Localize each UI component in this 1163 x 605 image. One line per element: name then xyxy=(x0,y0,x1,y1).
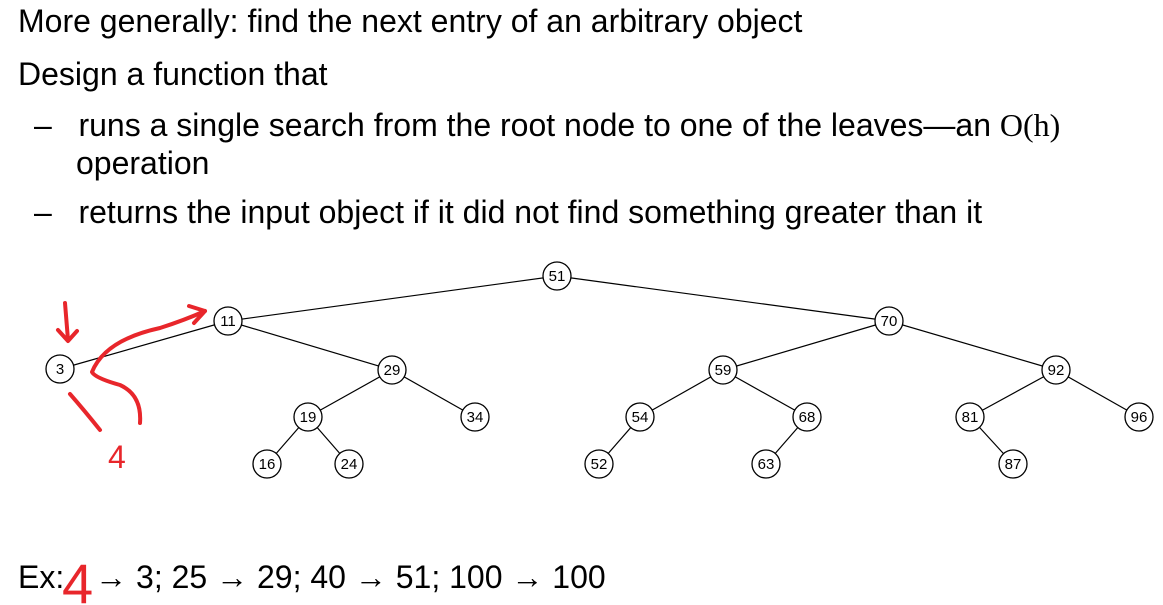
svg-text:29: 29 xyxy=(384,362,401,379)
heading: More generally: find the next entry of a… xyxy=(18,3,803,39)
svg-text:63: 63 xyxy=(758,456,775,473)
example-text: → 3; 25 → 29; 40 → 51; 100 → 100 xyxy=(86,559,606,595)
down-arrow-head-icon xyxy=(56,328,79,343)
svg-text:81: 81 xyxy=(962,409,979,426)
tree-node-3: 3 xyxy=(45,354,75,384)
tree-node-96: 96 xyxy=(1124,402,1154,432)
svg-text:24: 24 xyxy=(341,456,358,473)
svg-text:16: 16 xyxy=(259,456,276,473)
svg-text:3: 3 xyxy=(56,361,64,378)
tree-node-11: 11 xyxy=(213,306,243,336)
tree-node-59: 59 xyxy=(708,355,738,385)
down-arrow-icon xyxy=(63,301,70,342)
tree-node-52: 52 xyxy=(584,449,614,479)
svg-text:11: 11 xyxy=(220,313,236,330)
svg-text:51: 51 xyxy=(549,268,566,285)
handwritten-annotations xyxy=(56,301,207,432)
tree-node-87: 87 xyxy=(998,449,1028,479)
tree-node-54: 54 xyxy=(625,402,655,432)
svg-text:59: 59 xyxy=(715,362,732,379)
bullet-2-text: returns the input object if it did not f… xyxy=(78,194,983,230)
svg-text:70: 70 xyxy=(881,313,898,330)
tree-node-19: 19 xyxy=(293,402,323,432)
tree-node-16: 16 xyxy=(252,449,282,479)
handwritten-stroke xyxy=(68,392,102,432)
tree-node-24: 24 xyxy=(334,449,364,479)
handwritten-label: 4 xyxy=(108,439,126,475)
tree-node-34: 34 xyxy=(460,402,490,432)
bullet-1: – runs a single search from the root nod… xyxy=(34,107,1060,143)
example-line: Ex: → 3; 25 → 29; 40 → 51; 100 → 100 xyxy=(18,559,606,596)
big-o-notation: O(h) xyxy=(999,107,1061,143)
subheading: Design a function that xyxy=(18,56,328,92)
bullet-1-text: runs a single search from the root node … xyxy=(78,107,1000,143)
tree-edges xyxy=(59,275,1140,465)
tree-node-51: 51 xyxy=(542,261,572,291)
tree-node-68: 68 xyxy=(792,402,822,432)
svg-text:92: 92 xyxy=(1048,362,1065,379)
svg-text:54: 54 xyxy=(632,409,649,426)
bullet-dash: – xyxy=(34,194,52,230)
svg-text:34: 34 xyxy=(467,409,484,426)
svg-text:68: 68 xyxy=(799,409,816,426)
svg-text:19: 19 xyxy=(300,409,317,426)
tree-node-29: 29 xyxy=(377,355,407,385)
tree-node-81: 81 xyxy=(955,402,985,432)
svg-text:87: 87 xyxy=(1005,456,1022,473)
svg-text:52: 52 xyxy=(591,456,608,473)
example-prefix: Ex: xyxy=(18,559,65,595)
svg-text:96: 96 xyxy=(1131,409,1148,426)
curved-arrow-icon xyxy=(90,309,207,425)
curved-arrow-head-icon xyxy=(187,304,207,325)
bullet-dash: – xyxy=(34,107,52,143)
tree-node-92: 92 xyxy=(1041,355,1071,385)
tree-node-63: 63 xyxy=(751,449,781,479)
tree-node-70: 70 xyxy=(874,306,904,336)
bullet-2: – returns the input object if it did not… xyxy=(34,194,982,230)
bullet-1-continuation: operation xyxy=(76,145,210,181)
